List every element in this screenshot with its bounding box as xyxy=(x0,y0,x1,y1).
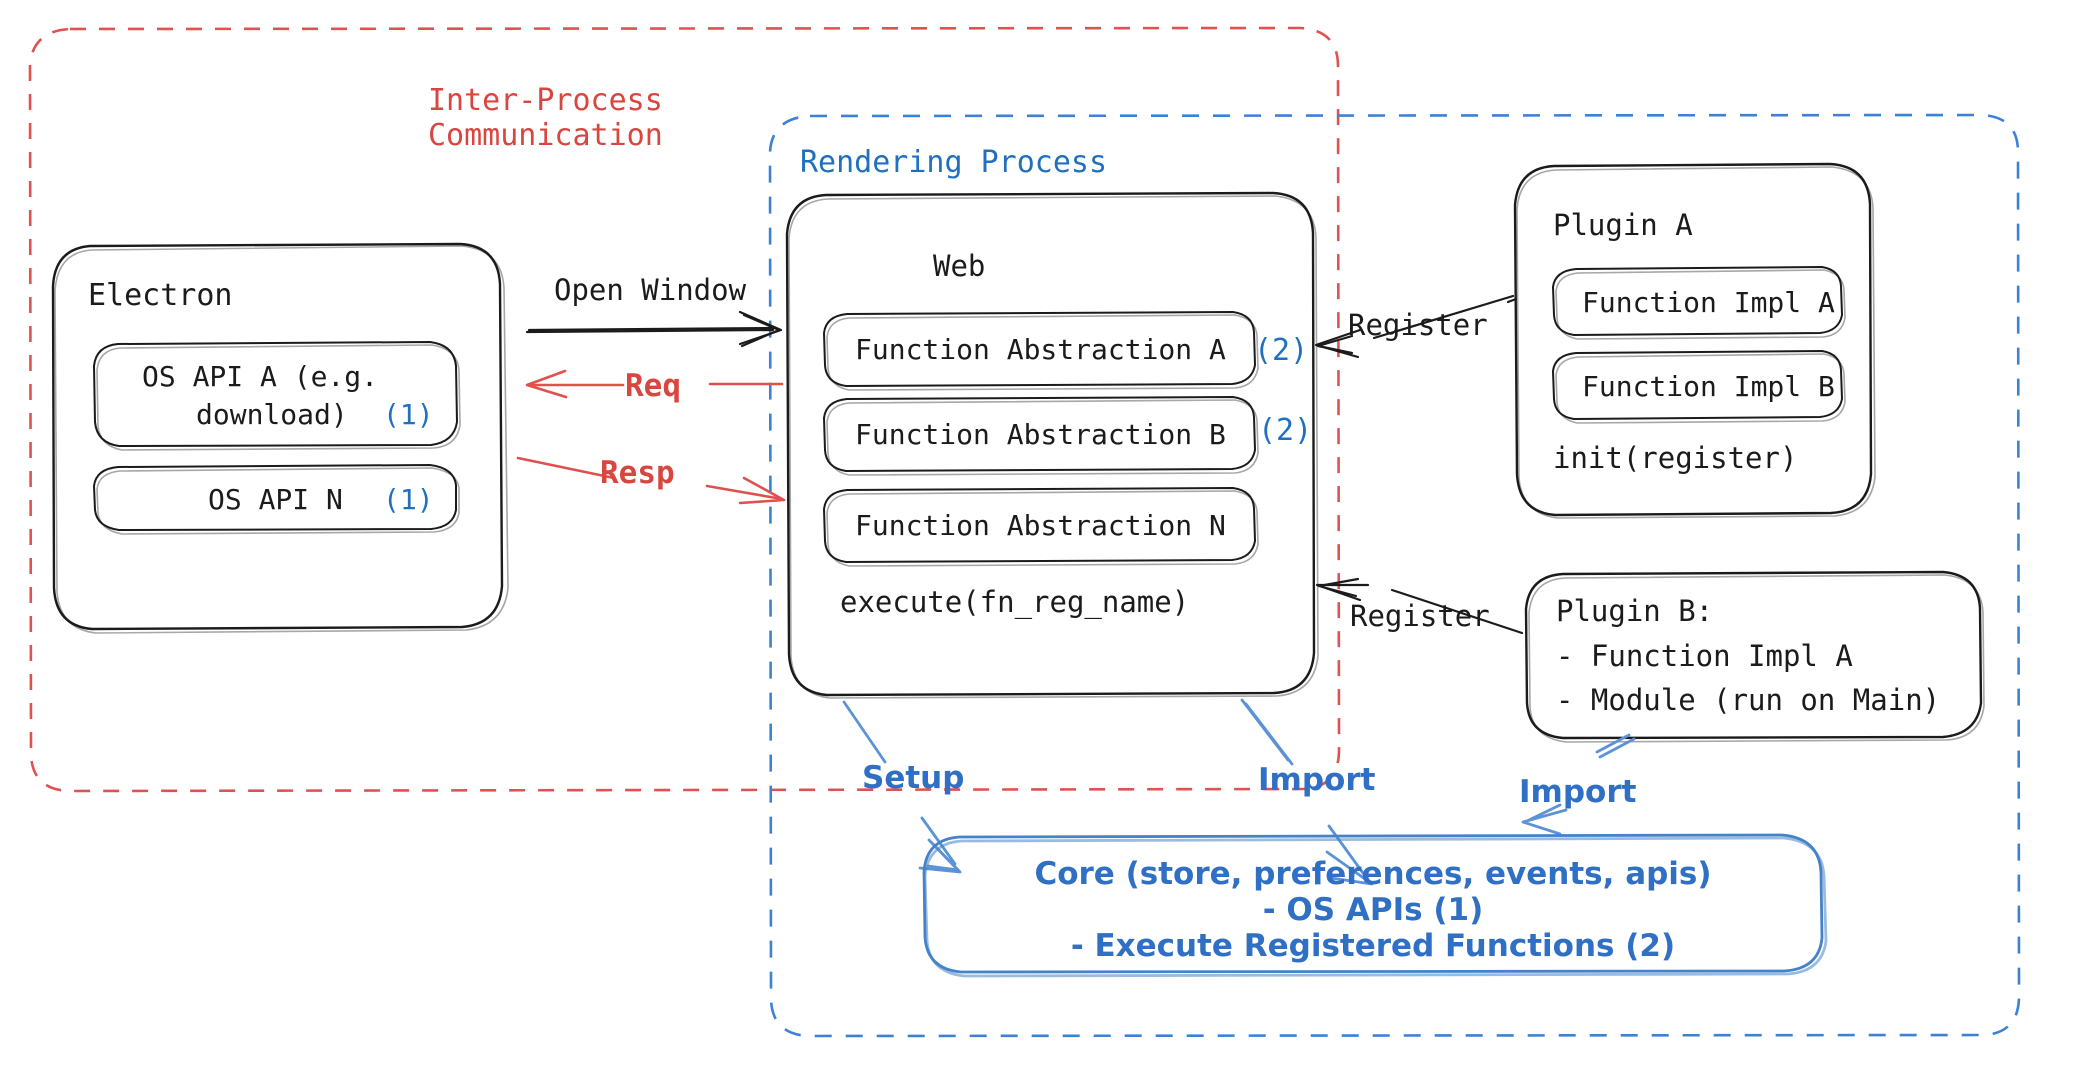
plugin-a-impl-b-outline xyxy=(1552,350,1843,420)
register-top-head xyxy=(1314,328,1362,359)
import-web-line-upper-2 xyxy=(1244,702,1294,766)
resp-label: Resp xyxy=(600,455,675,491)
electron-box[interactable]: Electron OS API A (e.g. download) (1) OS… xyxy=(51,242,509,634)
resp-line-right xyxy=(705,484,784,501)
plugin-a-impl-a-label: Function Impl A xyxy=(1582,286,1835,319)
import-pb-line-upper xyxy=(1595,733,1631,754)
web-title: Web xyxy=(933,249,985,283)
fn-abs-n-outline xyxy=(823,487,1256,563)
setup-line-upper xyxy=(842,700,887,764)
register-bottom-label: Register xyxy=(1350,599,1490,633)
ipc-boundary xyxy=(28,26,1341,793)
resp-line-left xyxy=(516,456,616,480)
register-bottom-head-2 xyxy=(1317,577,1360,598)
import-plugin-b-label: Import xyxy=(1519,774,1637,810)
plugin-a-init: init(register) xyxy=(1553,441,1797,475)
plugin-b-title: Plugin B: xyxy=(1556,594,1713,628)
import-web-arrow: Import xyxy=(1240,698,1376,886)
electron-box-outline xyxy=(51,242,504,631)
open-window-line-2 xyxy=(525,328,775,334)
electron-title: Electron xyxy=(88,278,233,313)
setup-line-lower xyxy=(920,816,957,866)
fn-abs-a-label: Function Abstraction A xyxy=(855,333,1226,366)
ipc-label-line1: Inter-Process xyxy=(428,83,663,118)
web-box[interactable]: Web Function Abstraction A (2) Function … xyxy=(785,191,1319,699)
req-label: Req xyxy=(625,368,681,404)
web-execute-label: execute(fn_reg_name) xyxy=(840,585,1189,620)
rendering-process-label: Rendering Process xyxy=(800,145,1107,180)
plugin-a-impl-a[interactable]: Function Impl A xyxy=(1552,266,1846,340)
os-api-n-marker: (1) xyxy=(383,483,434,516)
import-web-head xyxy=(1325,850,1374,886)
import-pb-head xyxy=(1521,808,1568,836)
os-api-n-label: OS API N xyxy=(208,483,343,516)
os-api-n[interactable]: OS API N (1) xyxy=(93,464,460,535)
plugin-b-item-1: - Module (run on Main) xyxy=(1556,683,1940,717)
import-plugin-b-arrow: Import xyxy=(1519,733,1637,836)
plugin-a-impl-b-label: Function Impl B xyxy=(1582,370,1835,403)
os-api-a-marker: (1) xyxy=(383,398,434,431)
setup-head-2 xyxy=(926,843,960,872)
fn-abs-b-outline xyxy=(823,396,1256,472)
resp-arrow: Resp xyxy=(516,455,786,505)
plugin-b-outline xyxy=(1524,570,1983,740)
os-api-n-outline xyxy=(93,464,457,531)
import-pb-line-upper-2 xyxy=(1598,737,1636,759)
open-window-arrow: Open Window xyxy=(525,273,783,348)
plugin-b-item-0: - Function Impl A xyxy=(1556,639,1853,673)
fn-abs-a-shadow xyxy=(826,314,1259,391)
req-arrow: Req xyxy=(525,368,784,404)
function-abstraction-a[interactable]: Function Abstraction A xyxy=(823,311,1259,391)
register-top-arrow: Register xyxy=(1314,294,1518,359)
web-box-outline xyxy=(785,191,1316,697)
req-head xyxy=(525,369,568,399)
os-api-a-line2: download) xyxy=(196,398,348,431)
register-top-head-2 xyxy=(1316,334,1354,355)
import-web-label: Import xyxy=(1258,762,1376,798)
core-line1: Core (store, preferences, events, apis) xyxy=(1034,856,1711,892)
open-window-head-2 xyxy=(740,313,781,348)
setup-label: Setup xyxy=(862,760,964,796)
electron-box-shadow xyxy=(54,245,509,634)
rendering-process-boundary xyxy=(768,113,2021,1038)
core-line3: - Execute Registered Functions (2) xyxy=(1071,928,1675,964)
core-box-outline xyxy=(922,833,1824,974)
plugin-a-impl-b-shadow xyxy=(1555,353,1846,424)
setup-arrow: Setup xyxy=(842,700,964,874)
function-abstraction-b[interactable]: Function Abstraction B xyxy=(823,396,1259,476)
plugin-a-impl-a-outline xyxy=(1552,266,1843,336)
os-api-a-outline xyxy=(93,341,458,447)
fn-abs-a-marker: (2) xyxy=(1254,333,1308,368)
fn-abs-n-label: Function Abstraction N xyxy=(855,509,1226,542)
plugin-b-box[interactable]: Plugin B: - Function Impl A - Module (ru… xyxy=(1524,570,1985,743)
fn-abs-b-shadow xyxy=(826,399,1259,476)
fn-abs-b-label: Function Abstraction B xyxy=(855,418,1226,451)
plugin-a-box[interactable]: Plugin A Function Impl A Function Impl B… xyxy=(1513,162,1876,519)
open-window-label: Open Window xyxy=(554,273,747,307)
register-bottom-arrow: Register xyxy=(1315,577,1524,635)
fn-abs-a-outline xyxy=(823,311,1256,387)
resp-head xyxy=(738,476,786,505)
os-api-a-line1: OS API A (e.g. xyxy=(142,360,378,393)
register-top-line xyxy=(1372,294,1515,340)
core-box[interactable]: Core (store, preferences, events, apis) … xyxy=(922,833,1828,978)
register-bottom-line xyxy=(1390,588,1524,635)
register-bottom-head xyxy=(1315,583,1370,602)
plugin-a-impl-a-shadow xyxy=(1555,269,1846,340)
register-top-label: Register xyxy=(1348,308,1488,342)
fn-abs-b-marker: (2) xyxy=(1258,413,1312,448)
os-api-a[interactable]: OS API A (e.g. download) (1) xyxy=(93,341,461,451)
ipc-label-line2: Communication xyxy=(428,118,663,153)
plugin-a-impl-b[interactable]: Function Impl B xyxy=(1552,350,1846,424)
open-window-line xyxy=(527,326,777,332)
function-abstraction-n[interactable]: Function Abstraction N xyxy=(823,487,1259,567)
fn-abs-n-shadow xyxy=(826,490,1259,567)
plugin-a-title: Plugin A xyxy=(1553,208,1693,242)
plugin-a-outline xyxy=(1513,162,1873,517)
core-line2: - OS APIs (1) xyxy=(1263,892,1484,928)
